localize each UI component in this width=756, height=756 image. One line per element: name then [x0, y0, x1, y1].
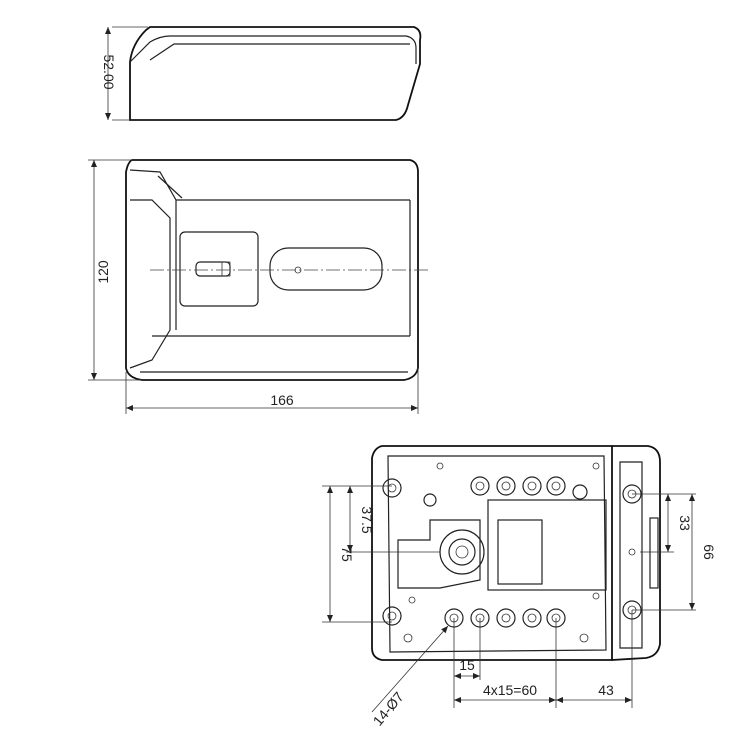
back-view: 75 37.5 33 66 15 4x15=60 43 14-Ø7	[322, 445, 717, 729]
dim-66-label: 66	[701, 544, 717, 560]
top-cable-entries	[470, 476, 588, 500]
side-view: 52.00	[101, 26, 422, 121]
front-view: 120 166	[88, 159, 428, 414]
side-height-label: 52.00	[101, 54, 117, 89]
dim-33-label: 33	[677, 515, 693, 531]
front-height-label: 120	[95, 260, 111, 284]
dim-37-5-label: 37.5	[359, 506, 375, 533]
dim-43-label: 43	[598, 682, 614, 698]
holes-leader-line	[371, 625, 449, 713]
dim-15-label: 15	[459, 657, 475, 673]
dim-75-label: 75	[339, 546, 355, 562]
bottom-cable-entries	[403, 608, 589, 643]
front-width-label: 166	[270, 392, 294, 408]
dim-4x15-label: 4x15=60	[483, 682, 537, 698]
